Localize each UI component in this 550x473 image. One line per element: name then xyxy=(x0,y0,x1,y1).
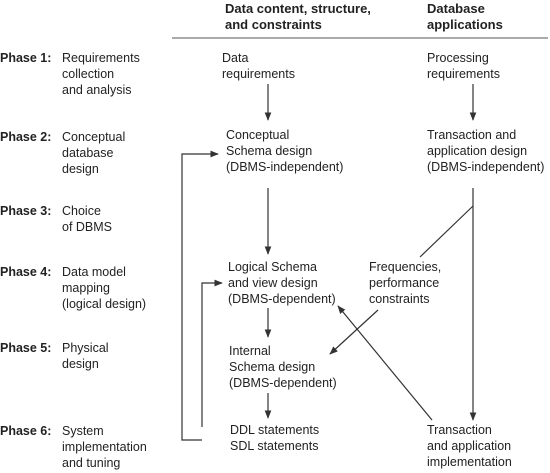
header-data-content: Data content, structure, and constraints xyxy=(225,1,371,32)
phase-6-label: Phase 6: xyxy=(0,424,52,438)
arrow-frequencies-to-internal xyxy=(329,309,379,355)
phase-6-desc: System implementation and tuning xyxy=(62,424,147,470)
phase-5-label: Phase 5: xyxy=(0,341,52,355)
line-transaction-to-frequencies xyxy=(419,205,474,258)
feedback-ddl-to-conceptual xyxy=(181,150,219,441)
node-data-requirements: Data requirements xyxy=(222,51,295,81)
phase-5-desc: Physical design xyxy=(62,341,109,371)
node-ddl-sdl-statements: DDL statements SDL statements xyxy=(230,423,320,453)
phase-4-label: Phase 4: xyxy=(0,265,52,279)
feedback-ddl-to-logical xyxy=(201,279,223,427)
phase-1-label: Phase 1: xyxy=(0,51,52,65)
phase-2-label: Phase 2: xyxy=(0,130,52,144)
node-logical-schema-design: Logical Schema and view design (DBMS-dep… xyxy=(228,260,336,306)
phase-3-desc: Choice of DBMS xyxy=(62,204,113,234)
node-internal-schema-design: Internal Schema design (DBMS-dependent) xyxy=(229,344,337,390)
phase-4-desc: Data model mapping (logical design) xyxy=(62,265,147,311)
phase-2-desc: Conceptual database design xyxy=(62,130,126,176)
node-conceptual-schema-design: Conceptual Schema design (DBMS-independe… xyxy=(226,128,344,174)
phase-1-desc: Requirements collection and analysis xyxy=(62,51,140,97)
phase-3-label: Phase 3: xyxy=(0,204,52,218)
arrow-impl-to-logical xyxy=(337,305,433,421)
node-frequencies-constraints: Frequencies, performance constraints xyxy=(369,260,442,306)
node-processing-requirements: Processing requirements xyxy=(427,51,500,81)
node-transaction-application-design: Transaction and application design (DBMS… xyxy=(427,128,545,174)
node-transaction-implementation: Transaction and application implementati… xyxy=(427,423,512,469)
header-database-applications: Database applications xyxy=(427,1,503,32)
